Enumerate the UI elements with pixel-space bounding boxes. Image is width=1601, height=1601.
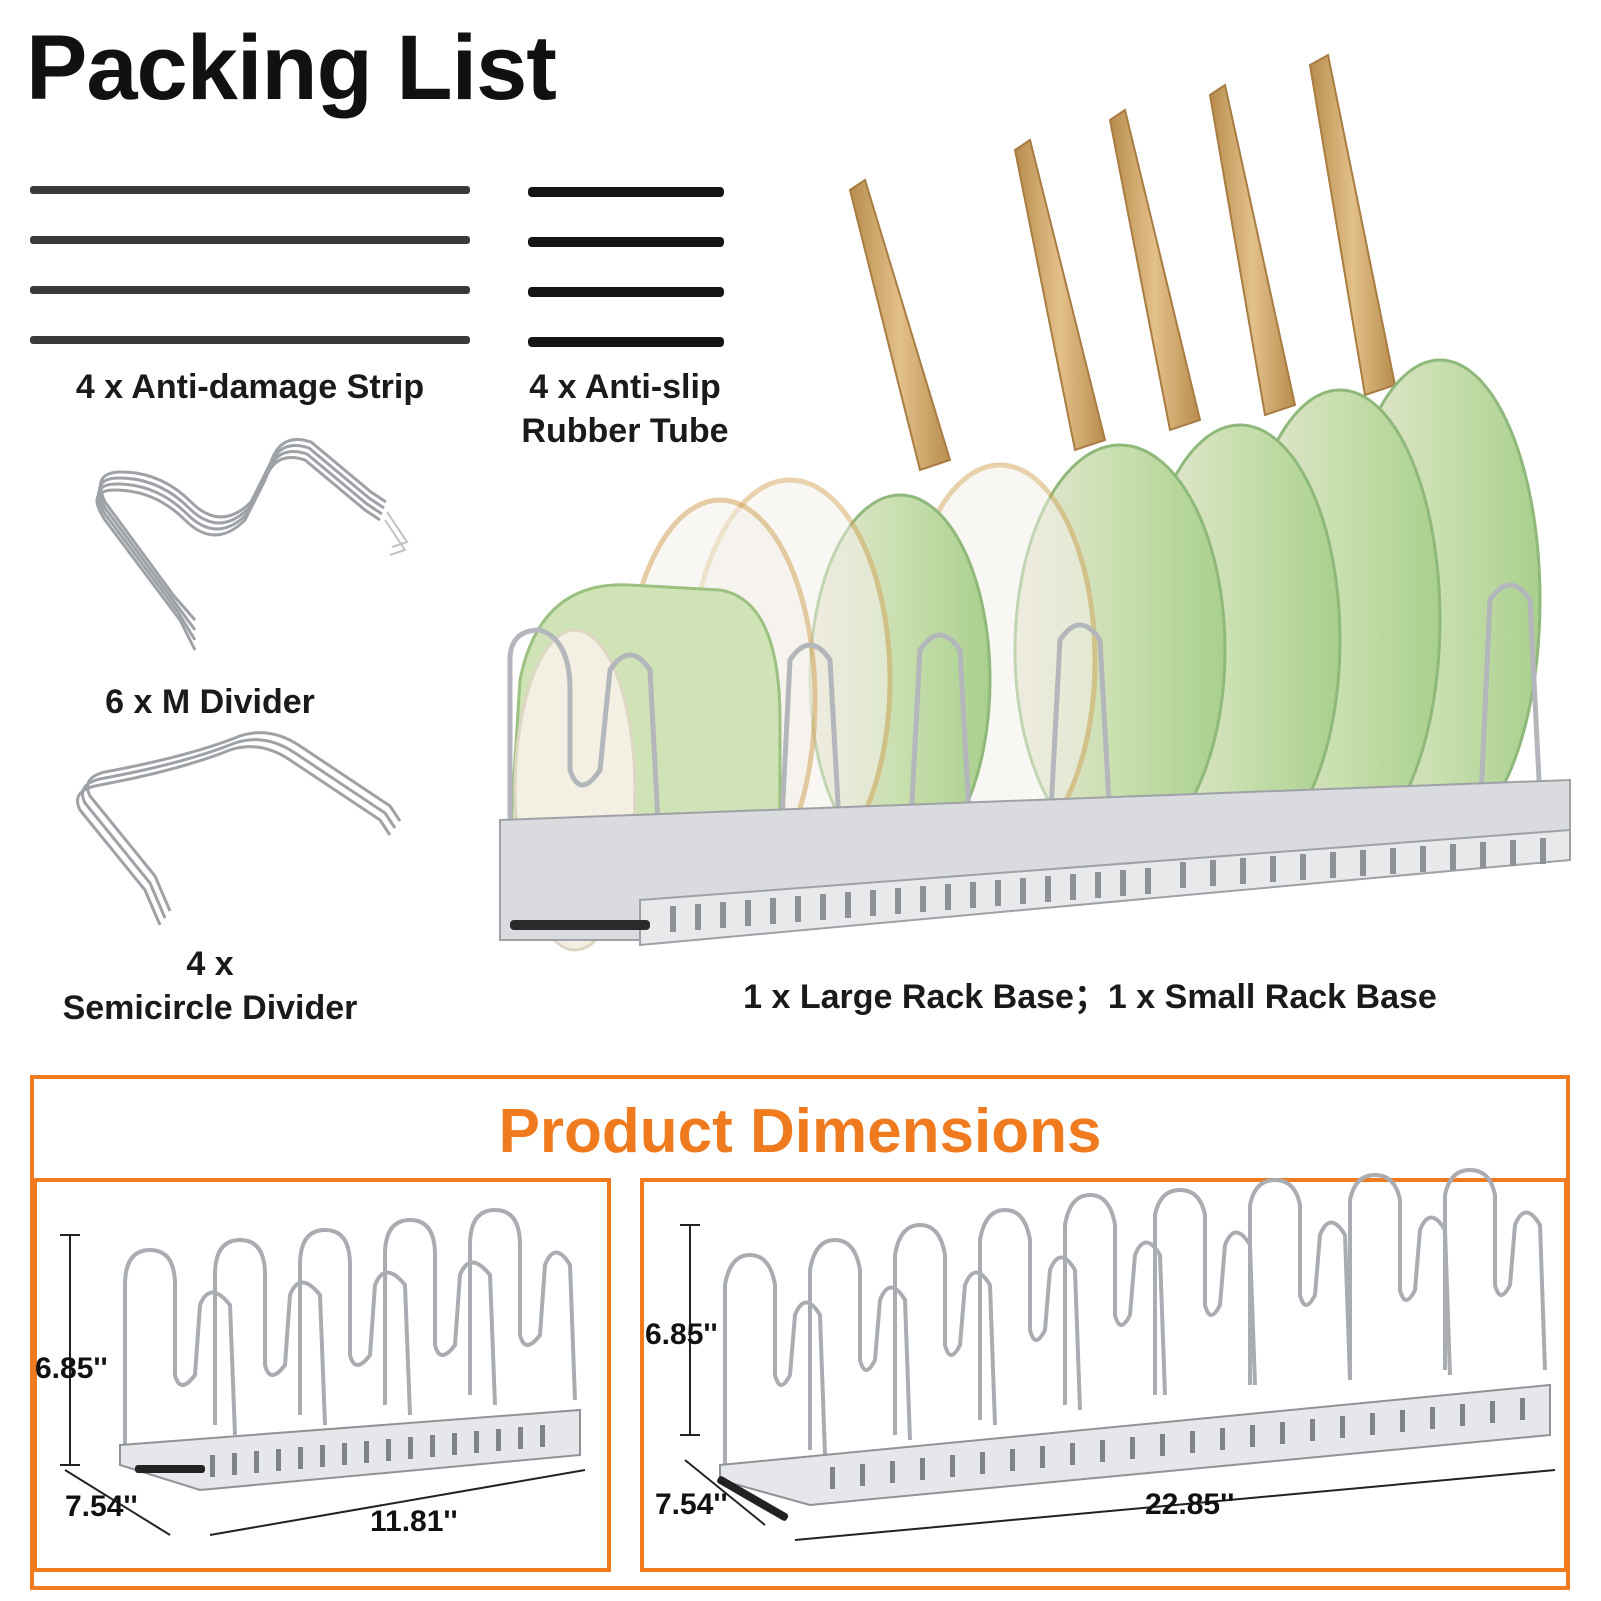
m-divider-illustration [95, 438, 409, 651]
large-depth-label: 7.54'' [655, 1488, 728, 1521]
large-length-label: 22.85'' [1145, 1488, 1235, 1521]
anti-slip-tube-caption: 4 x Anti-slip Rubber Tube [490, 365, 760, 453]
anti-damage-strip-caption: 4 x Anti-damage Strip [75, 368, 425, 406]
semicircle-caption-line2: Semicircle Divider [62, 989, 358, 1028]
small-depth-label: 7.54'' [65, 1490, 138, 1523]
large-height-label: 6.85'' [645, 1318, 718, 1351]
semicircle-caption-line1: 4 x [186, 945, 234, 983]
small-length-label: 11.81'' [370, 1505, 458, 1538]
semicircle-divider-illustration [76, 731, 402, 926]
large-rack-box [640, 1178, 1568, 1572]
anti-slip-tube-illustration [528, 187, 724, 347]
semicircle-divider-caption: 4 x Semicircle Divider [40, 942, 380, 1030]
m-divider-caption: 6 x M Divider [105, 683, 315, 721]
small-rack-box [33, 1178, 611, 1572]
rack-with-pans-illustration [499, 53, 1571, 952]
small-rack-illustration [60, 1207, 586, 1536]
page-title: Packing List [26, 17, 557, 119]
rack-base-caption: 1 x Large Rack Base；1 x Small Rack Base [743, 978, 1437, 1016]
dimensions-title: Product Dimensions [498, 1097, 1102, 1166]
large-rack-illustration [680, 1167, 1556, 1541]
anti-damage-strip-illustration [30, 186, 470, 344]
dimensions-panel: Product Dimensions [30, 1075, 1570, 1590]
anti-slip-tube-caption-line1: 4 x Anti-slip [529, 368, 721, 406]
anti-slip-tube-caption-line2: Rubber Tube [521, 412, 729, 451]
small-height-label: 6.85'' [35, 1352, 108, 1385]
